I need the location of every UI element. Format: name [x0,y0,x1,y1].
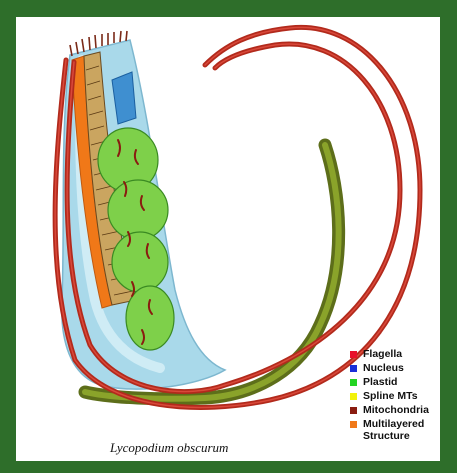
legend-label: Spline MTs [363,390,418,402]
legend-item-flagella: Flagella [350,348,442,360]
legend-item-spline-mts: Spline MTs [350,390,442,402]
yellow-square-icon [350,393,357,400]
figure-caption: Lycopodium obscurum [110,440,228,456]
legend-item-nucleus: Nucleus [350,362,442,374]
legend-label: Nucleus [363,362,404,374]
legend: Flagella Nucleus Plastid Spline MTs Mito… [350,348,442,444]
legend-label: Flagella [363,348,402,360]
blue-square-icon [350,365,357,372]
legend-item-mitochondria: Mitochondria [350,404,442,416]
brown-square-icon [350,407,357,414]
red-square-icon [350,351,357,358]
legend-label: Plastid [363,376,397,388]
legend-label: Multilayered Structure [363,418,424,442]
legend-item-multilayered-structure: Multilayered Structure [350,418,442,442]
legend-item-plastid: Plastid [350,376,442,388]
green-square-icon [350,379,357,386]
orange-square-icon [350,421,357,428]
legend-label: Mitochondria [363,404,429,416]
